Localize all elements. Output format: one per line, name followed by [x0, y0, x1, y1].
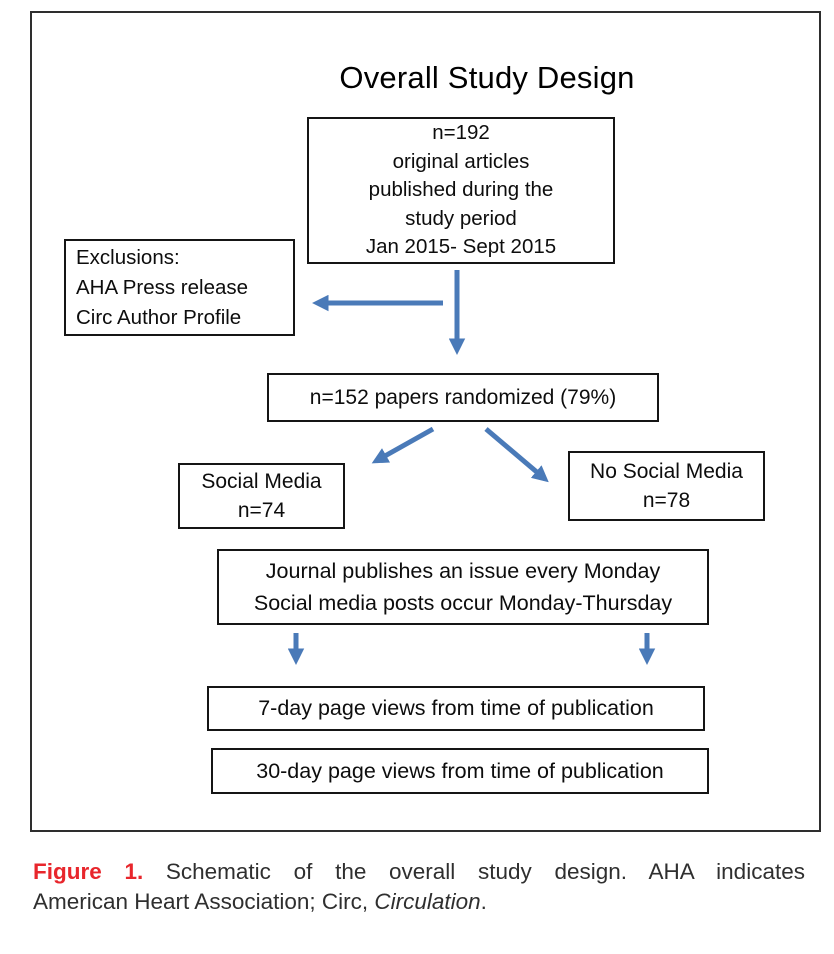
text-line: published during the [368, 178, 554, 202]
text-line: No Social Media [590, 460, 743, 483]
box-social-media: Social Media n=74 [178, 463, 345, 529]
caption-text: . [480, 889, 487, 914]
text-line: AHA Press release [76, 275, 249, 299]
text-line: Social Media [201, 470, 322, 493]
diagram-title: Overall Study Design [339, 60, 635, 95]
text-line: study period [405, 206, 517, 230]
text-line: n=74 [237, 499, 286, 522]
box-randomized: n=152 papers randomized (79%) [267, 373, 659, 422]
caption-line-1: Figure 1. Schematic of the overall study… [33, 857, 805, 887]
box-exclusions: Exclusions: AHA Press release Circ Autho… [64, 239, 295, 336]
text-line: Exclusions: [76, 245, 180, 269]
caption-text: Schematic of the overall study design. A… [165, 859, 805, 884]
text-line: n=192 [432, 121, 490, 145]
text-line: Social media posts occur Monday-Thursday [253, 591, 673, 615]
figure-panel: Overall Study Design n=192 original arti… [30, 11, 821, 832]
text-line: original articles [392, 149, 530, 173]
box-30day-views: 30-day page views from time of publicati… [211, 748, 709, 794]
box-total-articles: n=192 original articles published during… [307, 117, 615, 264]
box-no-social-media: No Social Media n=78 [568, 451, 765, 521]
text-line: Circ Author Profile [76, 305, 242, 329]
box-7day-views: 7-day page views from time of publicatio… [207, 686, 705, 731]
text-line: n=152 papers randomized (79%) [309, 385, 617, 409]
figure-caption: Figure 1. Schematic of the overall study… [33, 857, 805, 917]
text-line: 30-day page views from time of publicati… [256, 758, 664, 783]
text-line: 7-day page views from time of publicatio… [258, 696, 654, 720]
figure-label: Figure 1. [33, 859, 144, 884]
caption-line-2: American Heart Association; Circ, Circul… [33, 887, 805, 917]
caption-text: American Heart Association; Circ, [33, 889, 375, 914]
text-line: Jan 2015- Sept 2015 [365, 235, 557, 259]
text-line: Journal publishes an issue every Monday [265, 559, 661, 583]
box-journal-schedule: Journal publishes an issue every Monday … [217, 549, 709, 625]
text-line: n=78 [642, 489, 691, 512]
caption-italic-journal-name: Circulation [374, 889, 481, 914]
